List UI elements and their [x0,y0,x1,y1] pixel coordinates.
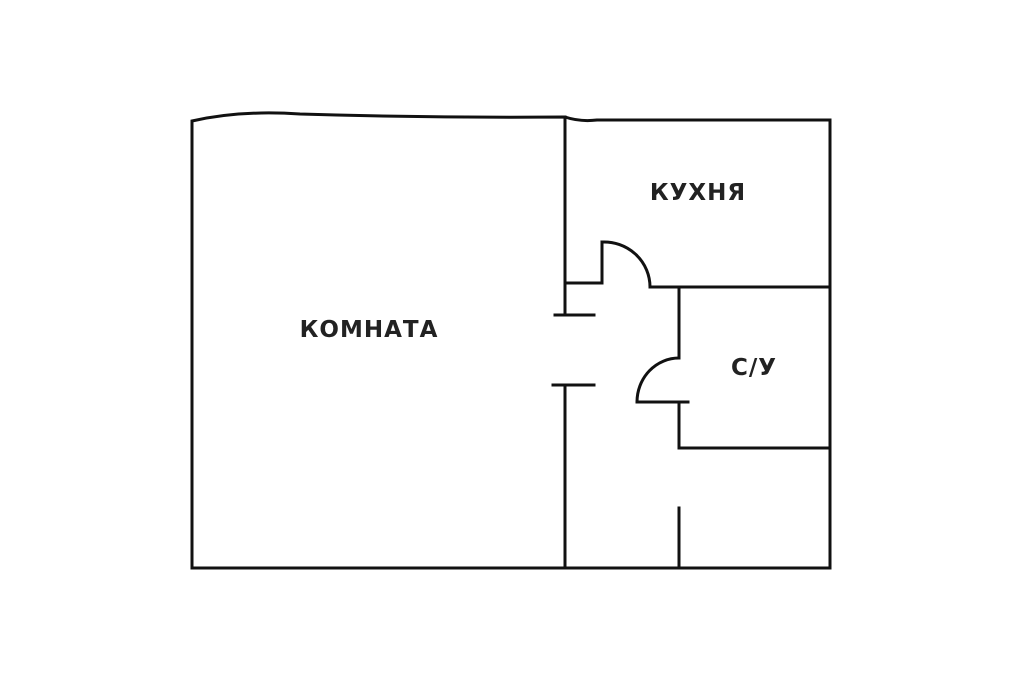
room-label-kitchen: КУХНЯ [650,180,746,206]
room-label-living-room: КОМНАТА [300,317,439,343]
bathroom-door-arc [635,356,681,404]
outer-wall [190,111,832,570]
kitchen-wall-left [563,115,604,285]
bathroom-wall-lower [677,400,832,450]
room-label-bathroom: С/У [731,355,777,381]
kitchen-door-arc [600,240,652,289]
